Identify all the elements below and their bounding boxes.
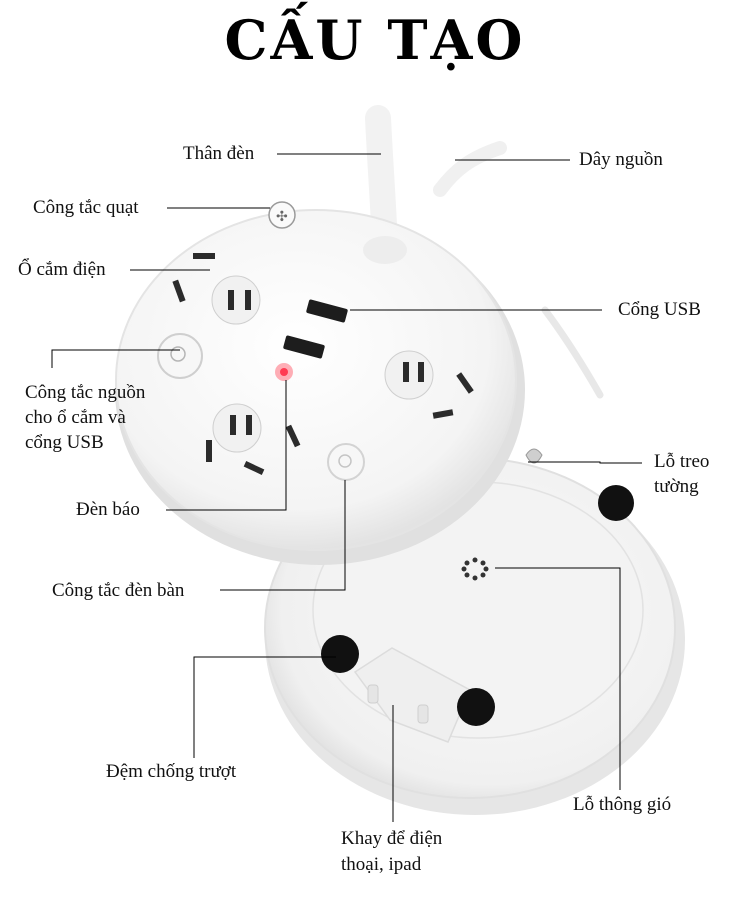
- label-hang-hole-1: Lỗ treo: [654, 451, 710, 472]
- label-indicator-light: Đèn báo: [76, 499, 140, 520]
- label-outlet: Ổ cắm điện: [18, 259, 106, 280]
- anti-slip-pad-3: [598, 485, 634, 521]
- label-anti-slip-pad: Đệm chống trượt: [106, 761, 237, 782]
- label-hang-hole-2: tường: [654, 476, 699, 497]
- svg-text:✣: ✣: [276, 209, 288, 225]
- label-power-switch-1: Công tắc nguồn: [25, 382, 146, 403]
- label-usb-port: Cổng USB: [618, 299, 701, 320]
- label-power-cord: Dây nguồn: [579, 149, 663, 170]
- power-switch-button: [157, 333, 203, 379]
- anti-slip-pad-1: [321, 635, 359, 673]
- label-fan-switch: Công tắc quạt: [33, 197, 139, 218]
- label-tray-1: Khay để điện: [341, 828, 443, 849]
- label-lamp-switch: Công tắc đèn bàn: [52, 580, 185, 601]
- anti-slip-pad-2: [457, 688, 495, 726]
- lamp-switch-button: [327, 443, 365, 481]
- label-tray-2: thoại, ipad: [341, 854, 422, 875]
- outlets: [172, 253, 474, 475]
- label-vent-hole: Lỗ thông gió: [573, 794, 672, 815]
- socket-unit: ✣: [115, 105, 525, 565]
- label-lamp-body: Thân đèn: [183, 143, 255, 164]
- page-title: CẤU TẠO: [224, 8, 526, 72]
- usb-port-1: [306, 299, 348, 323]
- label-power-switch-3: cổng USB: [25, 432, 104, 453]
- usb-port-2: [283, 335, 325, 359]
- vent-holes: [461, 557, 489, 581]
- fan-switch-button: [268, 201, 296, 229]
- leader-lines: [51, 153, 642, 822]
- label-power-switch-2: cho ổ cắm và: [25, 407, 126, 428]
